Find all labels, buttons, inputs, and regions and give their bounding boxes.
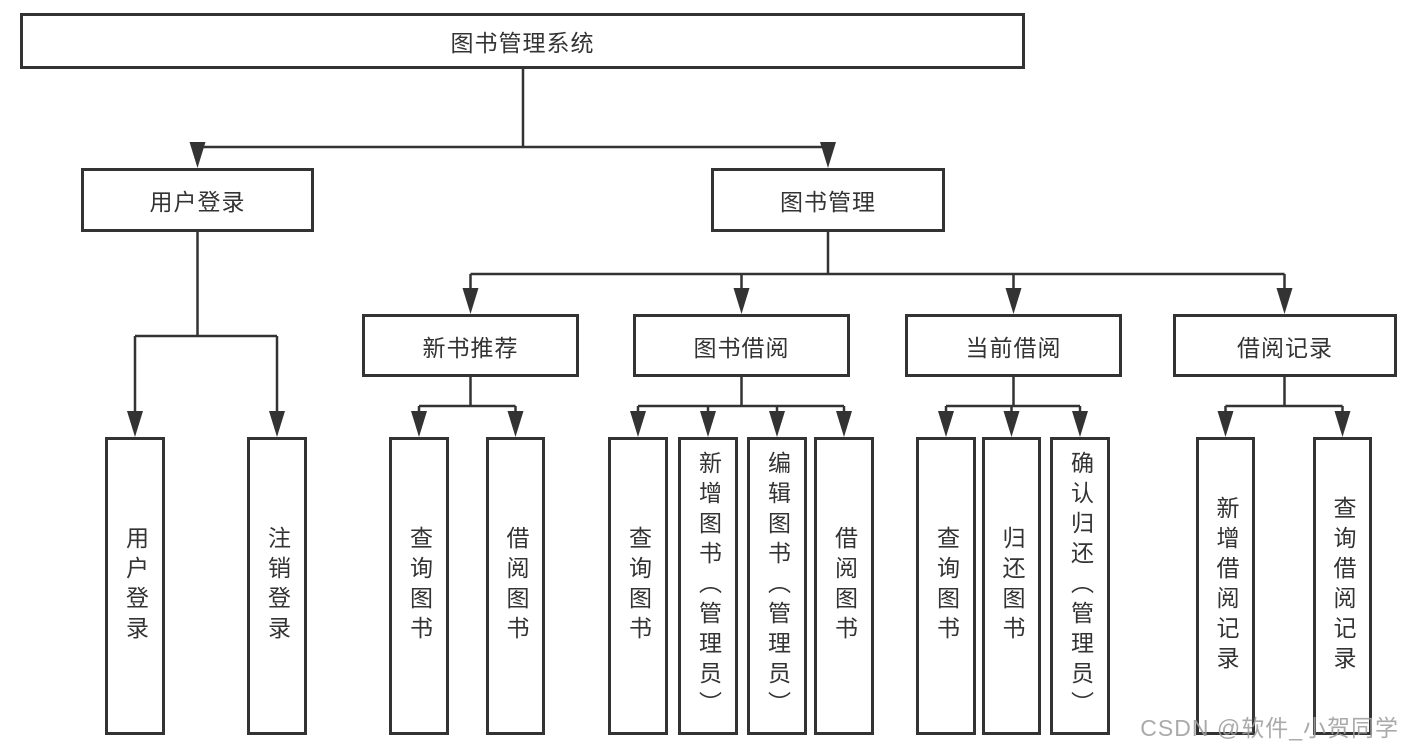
leaf-borrow-books-label: 借阅图书	[831, 526, 858, 646]
leaf-user-login: 用户登录	[105, 437, 165, 735]
arrowheads	[127, 142, 1351, 437]
csdn-watermark: CSDN @软件_小贺同学	[1140, 715, 1399, 741]
leaf-borrow-books: 借阅图书	[814, 437, 874, 735]
leaf-return-books-label: 归还图书	[999, 526, 1025, 646]
node-book-management: 图书管理	[711, 168, 945, 232]
node-book-management-label: 图书管理	[780, 189, 876, 215]
leaf-add-borrow-record-label: 新增借阅记录	[1213, 496, 1239, 676]
leaf-add-books-admin: 新增图书（管理员）	[678, 437, 738, 735]
leaf-user-login-label: 用户登录	[122, 526, 149, 646]
leaf-add-borrow-record: 新增借阅记录	[1196, 437, 1255, 735]
leaf-edit-books-admin: 编辑图书（管理员）	[747, 437, 807, 735]
leaf-borrow-books-recommend-label: 借阅图书	[503, 526, 529, 646]
node-borrowing-records-label: 借阅记录	[1237, 334, 1333, 361]
leaf-edit-books-admin-label: 编辑图书（管理员）	[764, 451, 791, 721]
leaf-query-books-recommend: 查询图书	[389, 437, 449, 735]
node-borrowing-records: 借阅记录	[1173, 314, 1397, 377]
node-new-book-recommend: 新书推荐	[362, 314, 579, 377]
leaf-query-books-recommend-label: 查询图书	[406, 526, 433, 646]
leaf-add-books-admin-label: 新增图书（管理员）	[695, 451, 722, 721]
leaf-query-books-borrow-label: 查询图书	[625, 526, 652, 646]
leaf-logout-label: 注销登录	[264, 526, 291, 646]
leaf-query-books-borrow: 查询图书	[608, 437, 668, 735]
leaf-confirm-return-admin-label: 确认归还（管理员）	[1067, 451, 1094, 721]
leaf-return-books: 归还图书	[982, 437, 1041, 735]
leaf-query-borrow-record: 查询借阅记录	[1313, 437, 1372, 735]
node-library-system: 图书管理系统	[20, 13, 1025, 69]
node-user-login-label: 用户登录	[149, 189, 246, 215]
leaf-query-books-current: 查询图书	[916, 437, 976, 735]
node-book-borrowing: 图书借阅	[633, 314, 850, 377]
node-book-borrowing-label: 图书借阅	[693, 334, 790, 361]
leaf-borrow-books-recommend: 借阅图书	[486, 437, 545, 735]
node-current-borrowing: 当前借阅	[905, 314, 1122, 377]
node-user-login: 用户登录	[81, 168, 314, 232]
node-current-borrowing-label: 当前借阅	[965, 334, 1062, 361]
leaf-query-borrow-record-label: 查询借阅记录	[1330, 496, 1356, 676]
node-new-book-recommend-label: 新书推荐	[422, 334, 519, 361]
node-library-system-label: 图书管理系统	[450, 30, 595, 56]
leaf-logout: 注销登录	[247, 437, 307, 735]
leaf-query-books-current-label: 查询图书	[933, 526, 960, 646]
leaf-confirm-return-admin: 确认归还（管理员）	[1050, 437, 1110, 735]
